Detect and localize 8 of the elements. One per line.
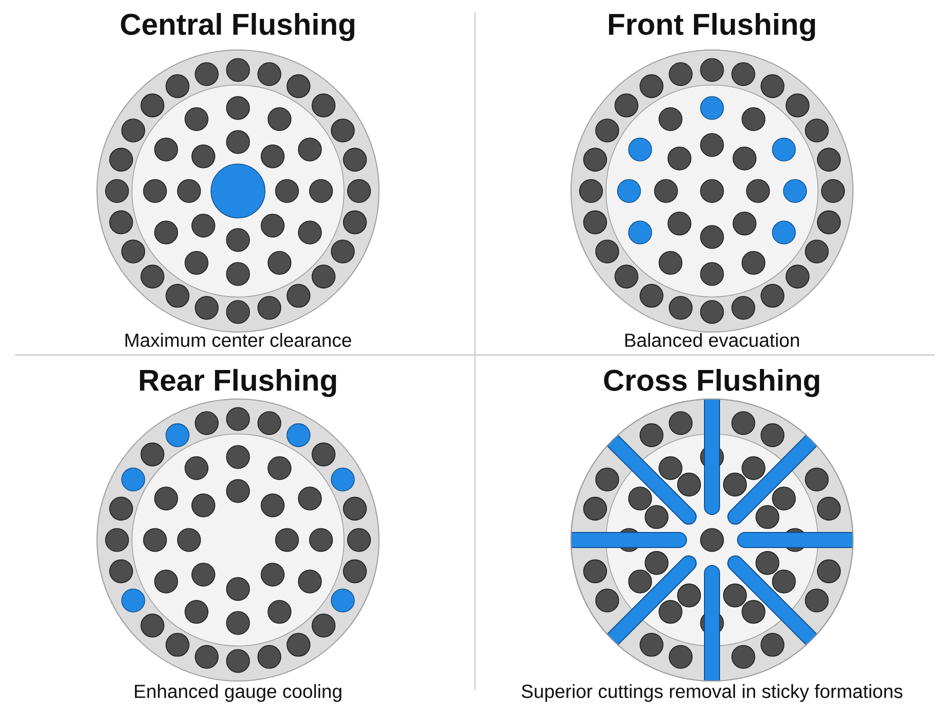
heading: Cross Flushing [604, 368, 820, 398]
caption: Superior cuttings removal in sticky formations [522, 684, 902, 702]
heading: Central Flushing [120, 12, 354, 42]
caption: Balanced evacuation [625, 333, 799, 347]
heading: Front Flushing [609, 12, 815, 42]
heading: Rear Flushing [140, 368, 336, 398]
caption: Enhanced gauge cooling [134, 684, 342, 702]
caption: Maximum center clearance [126, 333, 352, 347]
